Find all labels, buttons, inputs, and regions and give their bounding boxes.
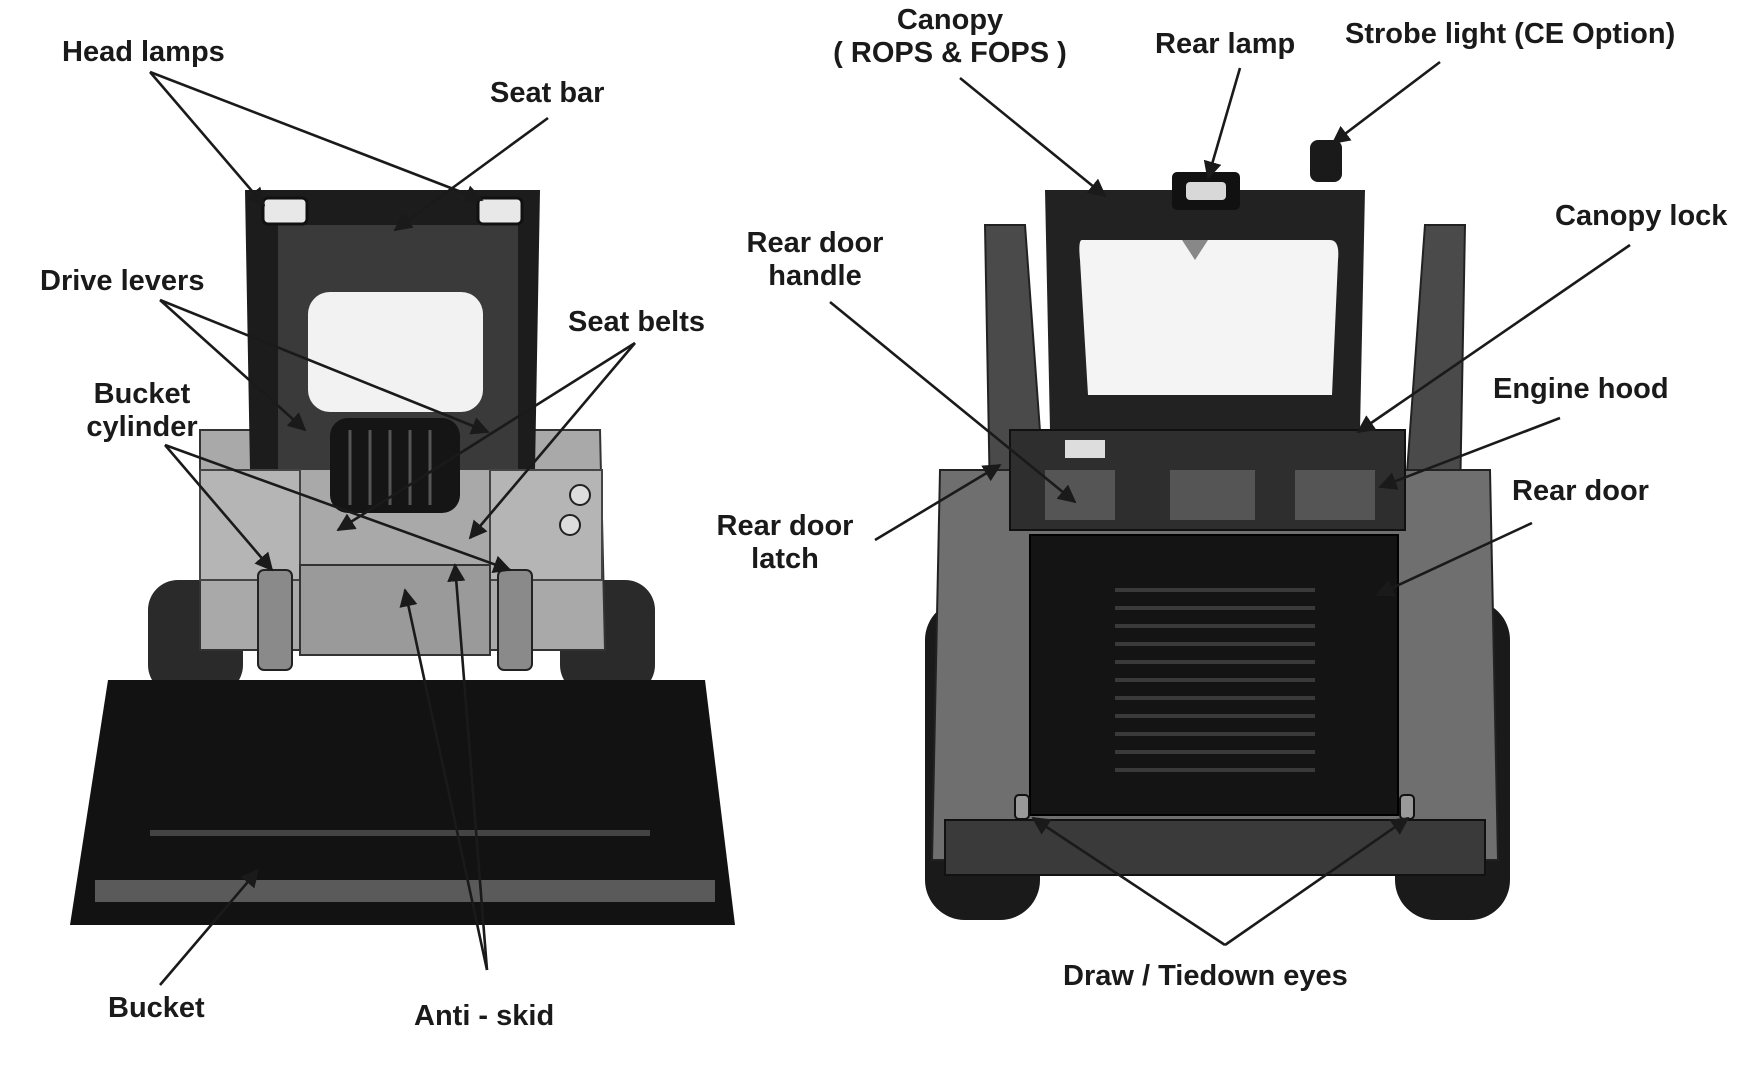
label-draw-tiedown-eyes: Draw / Tiedown eyes (1063, 960, 1348, 992)
label-rear-lamp: Rear lamp (1155, 28, 1296, 60)
label-canopy-lock: Canopy lock (1555, 200, 1728, 232)
front-view-loader (70, 190, 735, 925)
label-engine-hood: Engine hood (1493, 373, 1669, 405)
label-rear-door-latch-line2: latch (751, 543, 819, 575)
front-head-lamp-left (261, 196, 309, 226)
callout-lines (149, 60, 1631, 986)
rear-door-panel (1029, 534, 1399, 816)
label-rear-door-handle-line1: Rear door (746, 227, 884, 259)
label-canopy-line2: ( ROPS & FOPS ) (833, 37, 1067, 69)
label-anti-skid: Anti - skid (414, 1000, 555, 1032)
tiedown-eye-left (1014, 794, 1030, 820)
front-head-lamp-right (476, 196, 524, 226)
label-bucket: Bucket (108, 992, 205, 1024)
label-rear-door: Rear door (1512, 475, 1649, 507)
front-bucket-cylinder-right (497, 569, 533, 671)
label-bucket-cylinder-line1: Bucket (93, 378, 191, 410)
rear-door-grille (1115, 588, 1315, 772)
label-head-lamps: Head lamps (62, 36, 225, 68)
label-rear-door-handle-line2: handle (768, 260, 862, 292)
front-bucket (70, 680, 735, 925)
label-rear-door-latch-line1: Rear door (716, 510, 854, 542)
front-bucket-cylinder-left (257, 569, 293, 671)
strobe-light (1310, 140, 1342, 182)
front-seat (330, 418, 460, 513)
front-side-panel-left (199, 469, 301, 581)
front-rear-window (308, 292, 483, 412)
label-canopy: Canopy ( ROPS & FOPS ) (800, 4, 1100, 70)
rear-view-loader (925, 140, 1510, 920)
label-bucket-cylinder-line2: cylinder (86, 411, 198, 443)
rear-canopy-window (1079, 240, 1339, 395)
label-drive-levers: Drive levers (40, 265, 205, 297)
label-seat-bar: Seat bar (490, 77, 605, 109)
label-seat-belts: Seat belts (568, 306, 705, 338)
label-bucket-cylinder: Bucket cylinder (62, 378, 222, 444)
rear-bumper (944, 819, 1486, 876)
label-strobe-light: Strobe light (CE Option) (1345, 18, 1676, 50)
label-rear-door-latch: Rear door latch (700, 510, 870, 576)
label-canopy-line1: Canopy (896, 4, 1004, 36)
tiedown-eye-right (1399, 794, 1415, 820)
label-rear-door-handle: Rear door handle (730, 227, 900, 293)
